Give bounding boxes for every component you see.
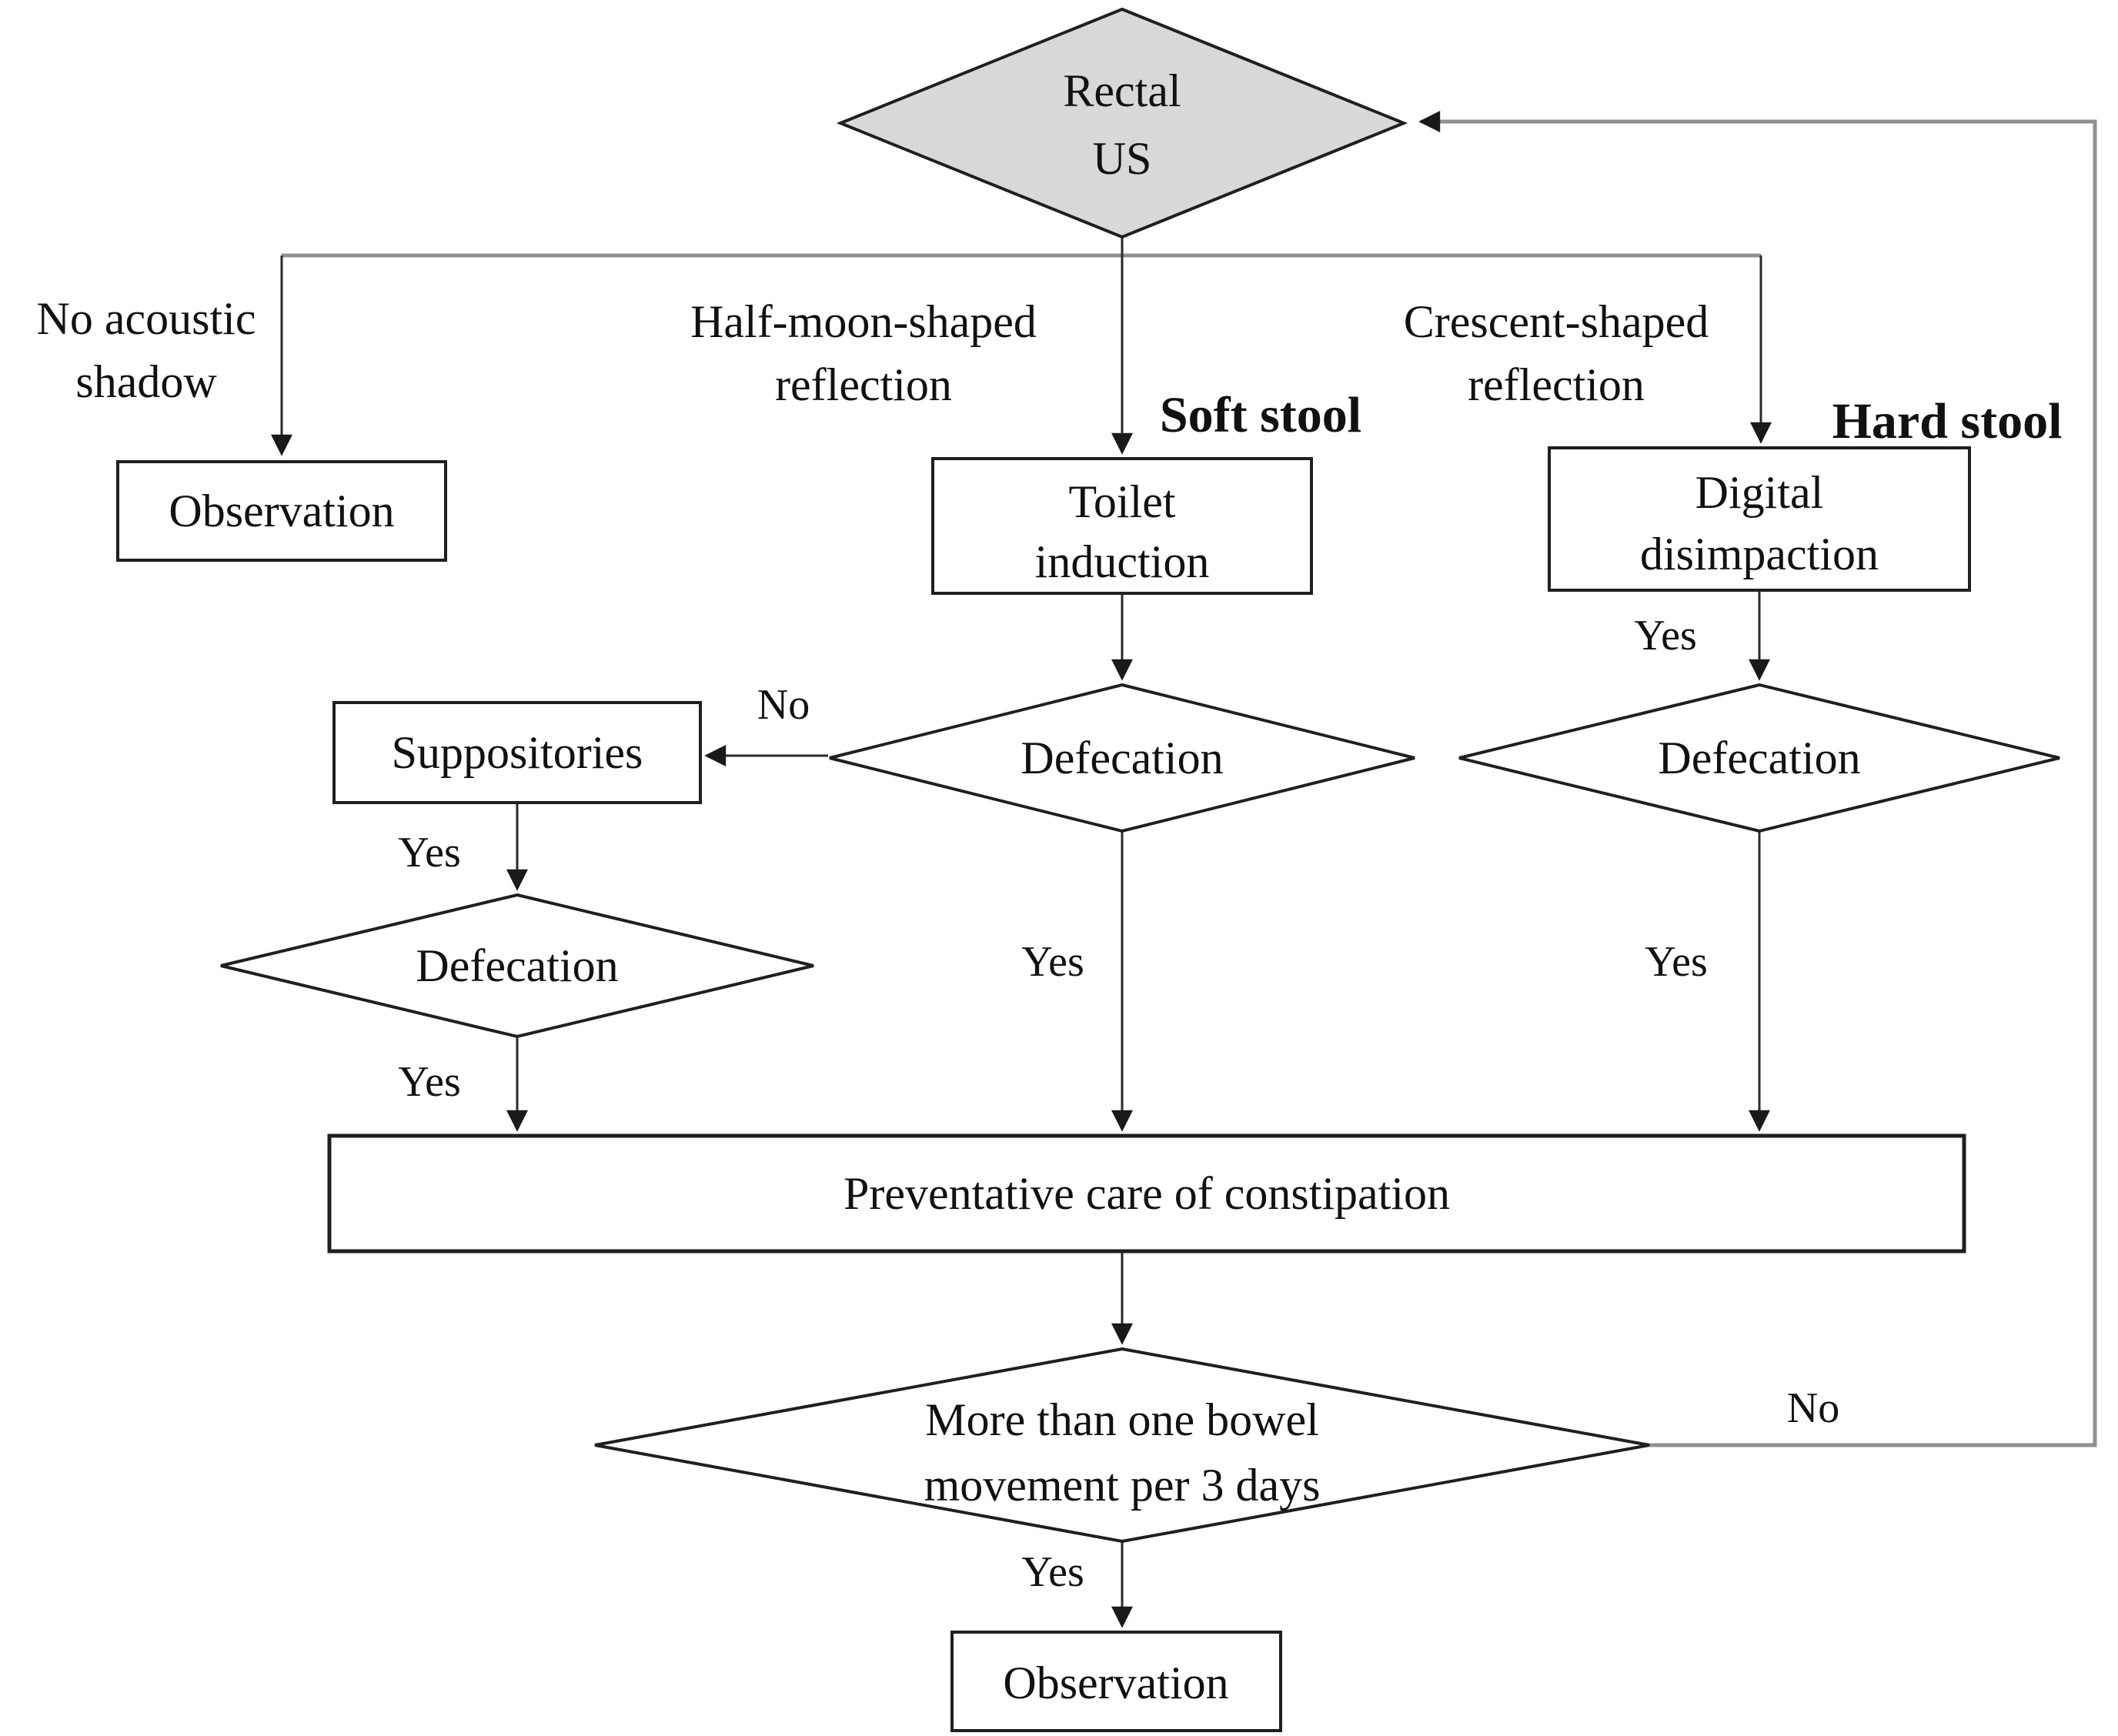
digital-disimpaction-label-line2: disimpaction: [1640, 529, 1879, 579]
bowel-movement-diamond: [594, 1347, 1650, 1544]
digital-disimpaction-label-line1: Digital: [1695, 467, 1824, 518]
crescent-label-line1: Crescent-shaped: [1403, 296, 1709, 347]
suppositories-yes-label: Yes: [398, 829, 461, 876]
bowel-movement-label-line1: More than one bowel: [925, 1394, 1319, 1445]
hard-stool-label: Hard stool: [1832, 393, 2063, 449]
half-moon-label-line1: Half-moon-shaped: [690, 296, 1037, 347]
edge-no-loop-back-to-rectal-us: [1418, 111, 2097, 1447]
digital-disimpaction-box: [1548, 446, 1971, 592]
defecation-middle-label: Defecation: [1021, 733, 1224, 783]
soft-stool-label: Soft stool: [1159, 387, 1362, 443]
preventative-care-label: Preventative care of constipation: [843, 1168, 1451, 1219]
toilet-induction-label-line2: induction: [1034, 536, 1210, 587]
half-moon-label-line2: reflection: [775, 359, 952, 410]
observation-bottom-box: [950, 1631, 1282, 1732]
defecation-right-yes-label: Yes: [1645, 938, 1708, 986]
rectal-us-label-line1: Rectal: [1063, 65, 1181, 116]
bowel-movement-yes-label: Yes: [1021, 1548, 1084, 1596]
defecation-middle-yes-label: Yes: [1021, 938, 1084, 986]
observation-top-box: [116, 460, 447, 562]
bowel-movement-label-line2: movement per 3 days: [924, 1460, 1321, 1511]
no-acoustic-shadow-label-line2: shadow: [75, 356, 217, 407]
defecation-right-diamond: [1458, 683, 2060, 833]
digital-disimpaction-yes-label: Yes: [1634, 612, 1697, 659]
observation-bottom-label: Observation: [1003, 1658, 1229, 1708]
preventative-care-box: [327, 1133, 1966, 1254]
no-acoustic-shadow-label-line1: No acoustic: [36, 293, 256, 344]
observation-top-label: Observation: [169, 486, 395, 536]
defecation-left-yes-label: Yes: [398, 1058, 461, 1106]
rectal-us-label-line2: US: [1092, 133, 1152, 184]
defecation-right-label: Defecation: [1658, 733, 1861, 783]
toilet-induction-label-line1: Toilet: [1068, 476, 1176, 527]
defecation-middle-diamond: [829, 683, 1415, 833]
suppositories-label: Suppositories: [391, 727, 643, 778]
defecation-middle-no-label: No: [757, 681, 810, 729]
defecation-left-label: Defecation: [416, 940, 619, 991]
defecation-left-diamond: [220, 893, 814, 1039]
bowel-movement-no-label: No: [1786, 1384, 1840, 1432]
crescent-label-line2: reflection: [1468, 359, 1645, 410]
rectal-us-diamond: [836, 7, 1408, 239]
suppositories-box: [332, 701, 702, 804]
toilet-induction-box: [931, 457, 1313, 595]
